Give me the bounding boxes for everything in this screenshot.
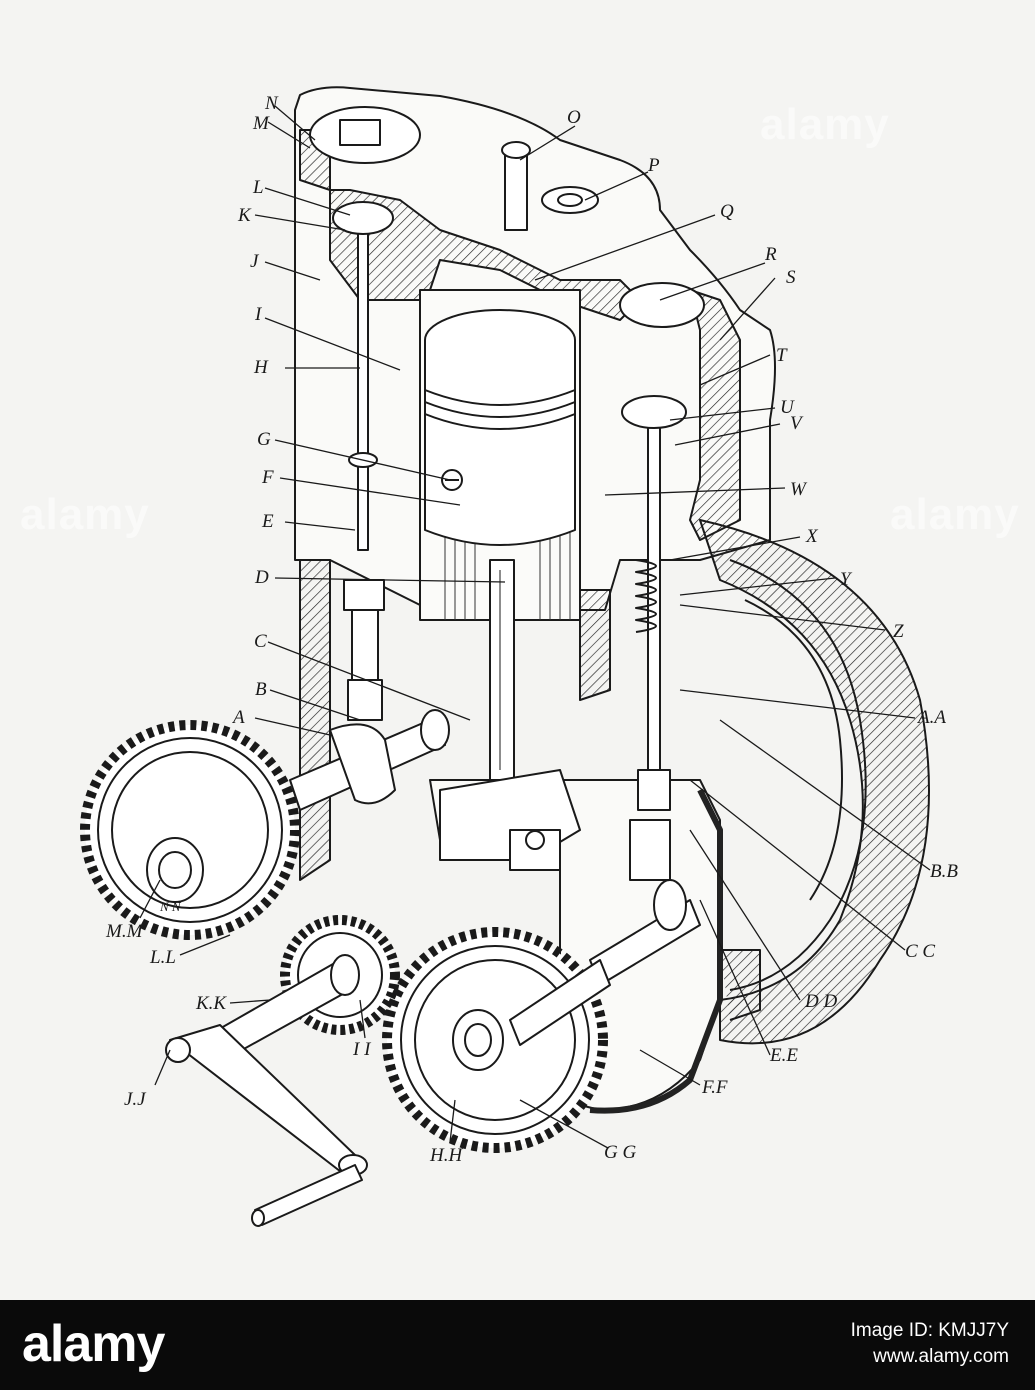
label-gg: G G xyxy=(604,1142,637,1163)
label-w: W xyxy=(790,479,806,500)
stock-footer: alamy Image ID: KMJJ7Y www.alamy.com xyxy=(0,1300,1035,1390)
label-cc: C C xyxy=(905,941,936,962)
label-r: R xyxy=(765,244,777,265)
label-s: S xyxy=(786,267,796,288)
label-n: N xyxy=(265,93,278,114)
label-ee: E.E xyxy=(770,1045,798,1066)
image-id: Image ID: KMJJ7Y xyxy=(850,1320,1009,1341)
label-q: Q xyxy=(720,201,734,222)
watermark-top: alamy xyxy=(760,100,890,149)
label-l: L xyxy=(253,177,264,198)
priming-cup xyxy=(541,186,599,214)
label-bb: B.B xyxy=(930,861,958,882)
label-t: T xyxy=(776,345,787,366)
label-k: K xyxy=(238,205,251,226)
label-v: V xyxy=(790,413,802,434)
label-hh: H.H xyxy=(430,1145,463,1166)
intake-valve-head xyxy=(332,201,394,235)
label-o: O xyxy=(567,107,581,128)
leader-lines xyxy=(139,105,931,1149)
watermark-left: alamy xyxy=(20,490,150,539)
spark-plug xyxy=(504,149,528,231)
label-b: B xyxy=(255,679,267,700)
label-ii: I I xyxy=(353,1039,371,1060)
engine-diagram: alamy alamy alamy N M O P L K Q J R S I … xyxy=(0,0,1035,1300)
connecting-rod xyxy=(489,559,515,781)
label-j: J xyxy=(250,251,259,272)
label-p: P xyxy=(648,155,660,176)
starting-handle xyxy=(169,1024,356,1176)
label-f: F xyxy=(262,467,274,488)
engine-cutaway-drawing xyxy=(80,86,931,1227)
label-c: C xyxy=(254,631,267,652)
label-kk: K.K xyxy=(196,993,227,1014)
watermark-right: alamy xyxy=(890,490,1020,539)
label-ll: L.L xyxy=(150,947,176,968)
exhaust-valve-stem xyxy=(647,419,661,811)
water-outlet xyxy=(619,282,705,328)
website-url: www.alamy.com xyxy=(873,1346,1009,1367)
label-d: D xyxy=(255,567,269,588)
intake-valve-stem xyxy=(357,219,369,551)
alamy-logo: alamy xyxy=(22,1315,165,1373)
label-x: X xyxy=(806,526,818,547)
label-u: U xyxy=(780,397,794,418)
label-z: Z xyxy=(893,621,904,642)
label-aa: A.A xyxy=(918,707,946,728)
label-m: M xyxy=(253,113,269,134)
block-wall-hatch xyxy=(299,559,331,881)
label-y: Y xyxy=(840,569,851,590)
cam xyxy=(329,723,396,805)
label-a: A xyxy=(233,707,245,728)
label-dd: D D xyxy=(805,991,838,1012)
crankcase-housing xyxy=(699,519,930,1045)
label-i: I xyxy=(255,304,262,325)
label-mm: M.M xyxy=(106,921,143,942)
valve-spring xyxy=(635,559,657,633)
exhaust-valve-head xyxy=(621,395,687,429)
label-h: H xyxy=(254,357,268,378)
label-g: G xyxy=(257,429,271,450)
block-wall-right-hatch xyxy=(579,589,611,701)
piston-body xyxy=(424,340,576,546)
label-e: E xyxy=(262,511,274,532)
label-nn: N N xyxy=(160,899,181,914)
label-jj: J.J xyxy=(124,1089,146,1110)
label-ff: F.F xyxy=(702,1077,728,1098)
